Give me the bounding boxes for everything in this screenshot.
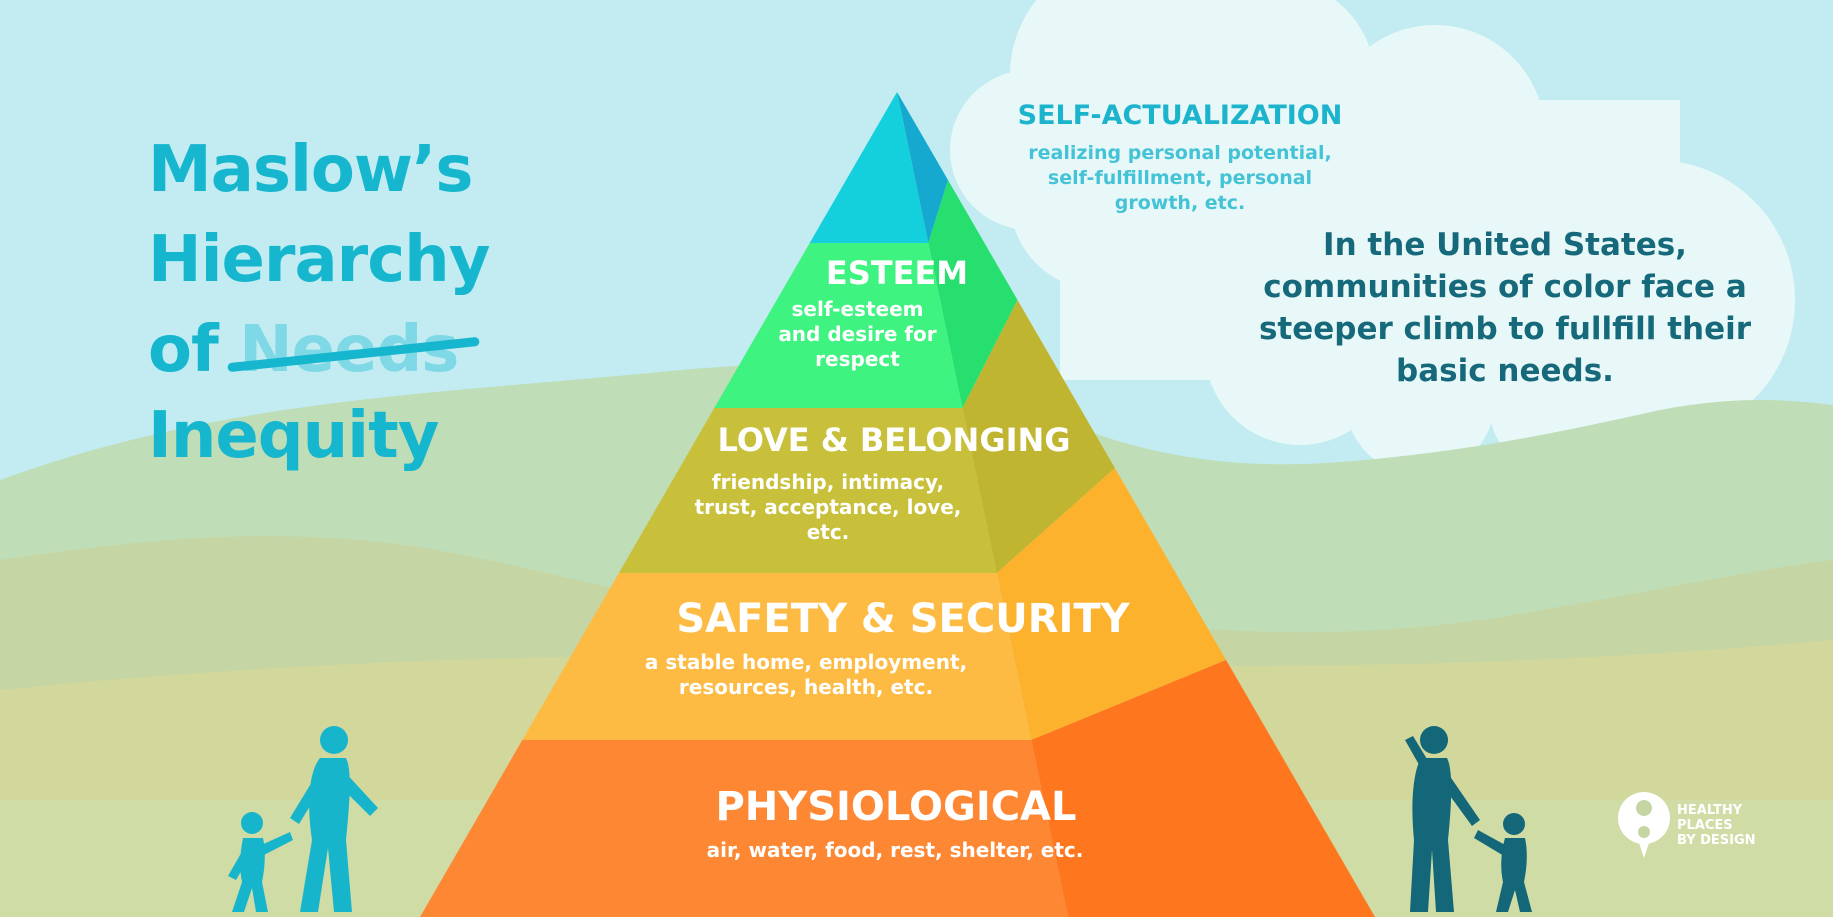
pyramid-side-self-actualization [897, 92, 948, 243]
level-self-actualization-description: realizing personal potential, self-fulfi… [1028, 142, 1332, 214]
title-word-needs-struck: Needs [227, 313, 481, 387]
level-esteem-label: ESTEEM [825, 254, 969, 292]
logo-line-1: HEALTHY [1677, 803, 1743, 818]
title-line-3: of Needs [148, 318, 481, 382]
family-figure-left [228, 726, 378, 912]
inequity-statement: In the United States, communities of col… [1258, 227, 1752, 389]
pyramid-level-self-actualization [809, 92, 929, 243]
pyramid-side-love-belonging [962, 300, 1115, 573]
level-physiological-description: air, water, food, rest, shelter, etc. [706, 838, 1084, 862]
pyramid-level-esteem [714, 243, 963, 408]
family-figure-right [1405, 726, 1532, 912]
title-line-2: Hierarchy [148, 223, 490, 297]
level-esteem-description: self-esteem and desire for respect [778, 297, 937, 371]
pyramid-level-love-belonging [618, 408, 997, 573]
title-line-4: Inequity [148, 399, 439, 473]
title-line-1: Maslow’s [148, 133, 473, 207]
pyramid-side-safety-security [996, 468, 1227, 740]
level-self-actualization-label: SELF-ACTUALIZATION [1017, 100, 1343, 131]
pyramid-level-physiological [420, 740, 1068, 917]
level-love-belonging-description: friendship, intimacy, trust, acceptance,… [694, 470, 962, 544]
pyramid [420, 92, 1375, 917]
pyramid-level-safety-security [522, 573, 1032, 740]
pyramid-side-esteem [928, 180, 1018, 408]
logo-line-2: PLACES [1677, 818, 1733, 833]
level-physiological-label: PHYSIOLOGICAL [715, 784, 1077, 830]
logo-line-3: BY DESIGN [1677, 833, 1756, 848]
level-safety-security-label: SAFETY & SECURITY [676, 596, 1130, 642]
logo-text: HEALTHY PLACES BY DESIGN [1677, 803, 1756, 848]
healthy-places-logo-icon [1618, 792, 1670, 858]
title-word-of: of [148, 313, 219, 387]
level-love-belonging-label: LOVE & BELONGING [717, 421, 1071, 459]
level-safety-security-description: a stable home, employment, resources, he… [644, 650, 968, 699]
pyramid-side-physiological [1031, 660, 1375, 917]
